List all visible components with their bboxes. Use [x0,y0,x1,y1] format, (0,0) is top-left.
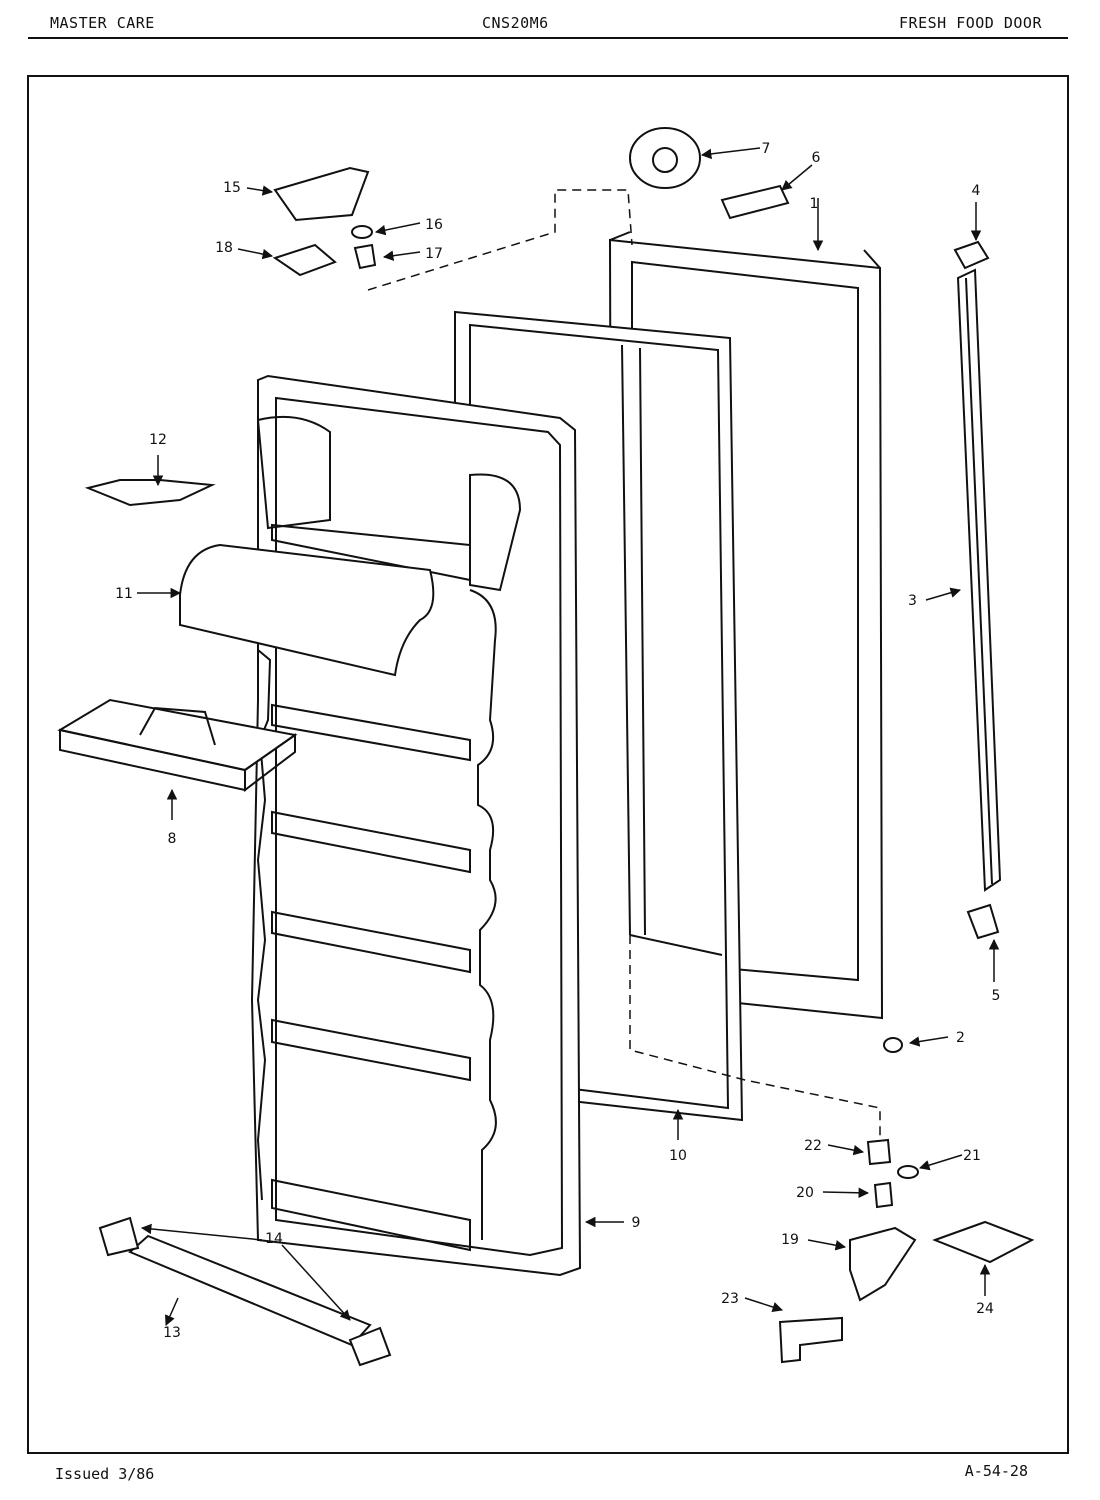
pin-part-20 [873,1181,894,1209]
end-cap-part-4 [953,240,990,270]
hinge-bracket-part-19 [849,1226,917,1302]
nut-part-2 [883,1037,903,1053]
callout-17: 17 [425,246,443,262]
end-piece-part-14-right [348,1326,392,1367]
callout-14: 14 [265,1231,283,1247]
egg-tray-part-8 [57,698,298,793]
callout-5: 5 [992,988,1001,1004]
callout-labels: 1 2 3 4 5 6 7 8 9 10 11 12 13 14 15 16 1… [115,141,1000,1341]
callout-22: 22 [804,1138,822,1154]
bushing-part-17 [353,243,377,270]
lower-hinge-part-24 [932,1220,1035,1264]
trim-bar-part-13 [128,1234,372,1347]
callout-23: 23 [721,1291,739,1307]
callout-2: 2 [956,1030,965,1046]
plate-part-18 [272,243,337,277]
callout-20: 20 [796,1185,814,1201]
end-cap-part-5 [966,903,1000,940]
leader-lines [137,147,1000,1326]
callout-6: 6 [812,150,821,166]
header-rule [28,37,1068,39]
callout-1: 1 [810,196,819,212]
washer-part-16 [351,225,373,239]
callout-19: 19 [781,1232,799,1248]
callout-12: 12 [149,432,167,448]
handle-knob-part-7 [629,127,701,189]
issue-date: Issued 3/86 [55,1465,155,1483]
callout-7: 7 [762,141,771,157]
dairy-cover-part-11 [179,543,435,677]
callout-24: 24 [976,1301,994,1317]
bushing-part-22 [866,1138,892,1166]
end-piece-part-14-left [98,1216,140,1257]
callout-15: 15 [223,180,241,196]
door-strip-part-3 [956,268,1002,892]
callout-9: 9 [632,1215,641,1231]
inner-door-liner-part-9 [250,374,582,1277]
header-brand: MASTER CARE [50,14,155,32]
header-model-number: CNS20M6 [482,14,549,32]
pad-part-6 [720,184,790,220]
callout-10: 10 [669,1148,687,1164]
callout-11: 11 [115,586,133,602]
bracket-part-23 [778,1316,843,1364]
callout-18: 18 [215,240,233,256]
washer-part-21 [897,1165,919,1179]
callout-4: 4 [972,183,981,199]
callout-13: 13 [163,1325,181,1341]
callout-3: 3 [908,593,917,609]
callout-21: 21 [963,1148,981,1164]
assembly-guide-lines [367,189,881,1138]
clip-part-12 [84,479,216,507]
callout-8: 8 [168,831,177,847]
hinge-part-15 [273,166,370,222]
callout-16: 16 [425,217,443,233]
diagram-frame [27,75,1069,1454]
page-reference: A-54-28 [964,1462,1028,1480]
header-section-title: FRESH FOOD DOOR [899,14,1042,32]
